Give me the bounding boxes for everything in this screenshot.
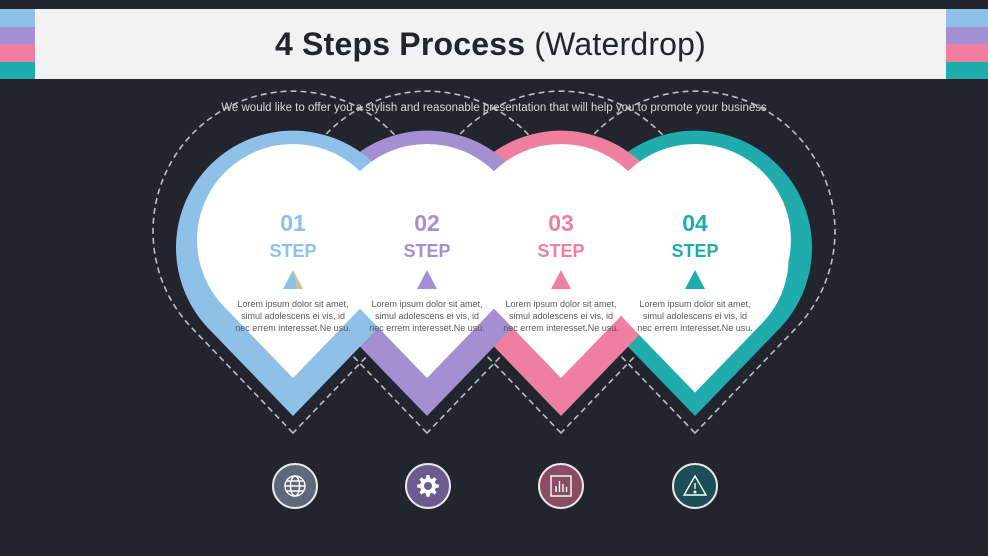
left-color-stripes xyxy=(0,9,35,79)
step-1-label: STEP xyxy=(269,241,317,261)
step-4-label: STEP xyxy=(671,241,719,261)
warning-icon xyxy=(672,463,718,509)
globe-icon xyxy=(272,463,318,509)
step-4-triangle-icon xyxy=(685,270,705,289)
step-4-number: 04 xyxy=(682,210,708,236)
gear-icon xyxy=(405,463,451,509)
title-bar: 4 Steps Process (Waterdrop) xyxy=(35,9,946,79)
step-2-heading: 02 STEP xyxy=(362,210,492,261)
step-2-label: STEP xyxy=(403,241,451,261)
page-title: 4 Steps Process (Waterdrop) xyxy=(275,26,706,63)
right-color-stripes xyxy=(946,9,988,79)
step-2-description: Lorem ipsum dolor sit amet, simul adoles… xyxy=(369,299,485,334)
step-3-heading: 03 STEP xyxy=(496,210,626,261)
step-3-triangle-icon xyxy=(551,270,571,289)
step-2-number: 02 xyxy=(414,210,440,236)
step-1-description: Lorem ipsum dolor sit amet, simul adoles… xyxy=(235,299,351,334)
title-bold-part: 4 Steps Process xyxy=(274,25,526,62)
step-3-description: Lorem ipsum dolor sit amet, simul adoles… xyxy=(503,299,619,334)
step-2-triangle-icon xyxy=(417,270,437,289)
step-1-inner-drop xyxy=(197,143,389,378)
step-1-heading: 01 STEP xyxy=(228,210,358,261)
step-4-heading: 04 STEP xyxy=(630,210,760,261)
title-regular-part: (Waterdrop) xyxy=(534,25,707,62)
step-3-number: 03 xyxy=(548,210,574,236)
step-1-number: 01 xyxy=(280,210,306,236)
step-3-label: STEP xyxy=(537,241,585,261)
step-4-description: Lorem ipsum dolor sit amet, simul adoles… xyxy=(637,299,753,334)
bar-chart-icon xyxy=(538,463,584,509)
